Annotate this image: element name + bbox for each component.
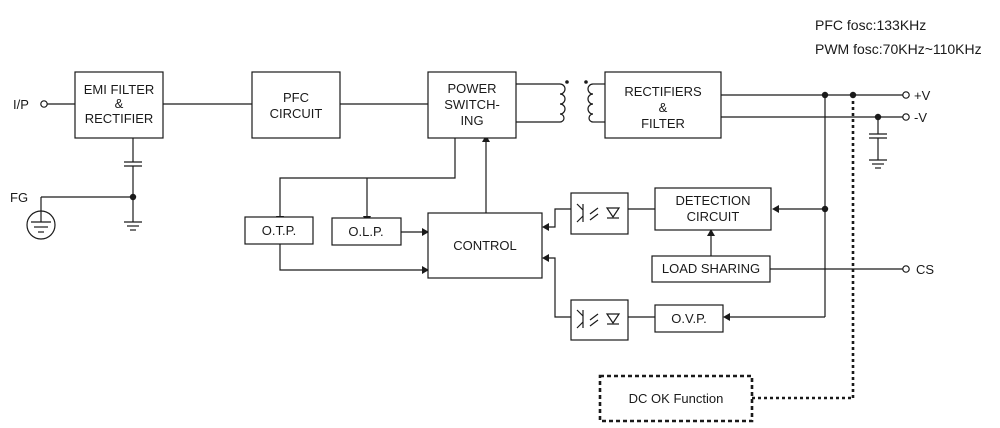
input-label: I/P [13, 97, 29, 112]
rectifiers-filter-block: RECTIFIERS & FILTER [604, 71, 722, 139]
svg-text:LOAD SHARING: LOAD SHARING [662, 261, 760, 276]
svg-text:EMI FILTER: EMI FILTER [84, 82, 155, 97]
optocoupler-ovp-icon [570, 299, 629, 341]
cs-terminal [902, 265, 910, 273]
earth-ground-icon [26, 210, 56, 240]
ovp-block: O.V.P. [654, 304, 724, 333]
plus-v-label: +V [914, 88, 931, 103]
pwm-fosc-note: PWM fosc:70KHz~110KHz [815, 41, 982, 57]
svg-text:FILTER: FILTER [641, 116, 685, 131]
transformer-icon [559, 80, 594, 123]
svg-text:RECTIFIER: RECTIFIER [85, 111, 154, 126]
arrow-opto2-to-control [542, 254, 549, 262]
svg-text:PFC: PFC [283, 90, 309, 105]
cs-label: CS [916, 262, 934, 277]
control-block: CONTROL [427, 212, 543, 279]
fg-label: FG [10, 190, 28, 205]
svg-text:ING: ING [460, 113, 483, 128]
input-terminal [40, 100, 48, 108]
otp-block: O.T.P. [244, 216, 314, 245]
svg-text:CONTROL: CONTROL [453, 238, 517, 253]
svg-text:DC OK Function: DC OK Function [629, 391, 724, 406]
arrow-olp-to-control [422, 228, 429, 236]
svg-text:SWITCH-: SWITCH- [444, 97, 500, 112]
svg-text:CIRCUIT: CIRCUIT [270, 106, 323, 121]
plus-v-terminal [902, 91, 910, 99]
svg-text:O.L.P.: O.L.P. [348, 224, 383, 239]
junction-dots [129, 91, 882, 213]
terminal-circles [40, 91, 910, 273]
load-sharing-block: LOAD SHARING [651, 255, 771, 283]
arrow-to-ovp [723, 313, 730, 321]
svg-text:O.V.P.: O.V.P. [671, 311, 706, 326]
emi-filter-block: EMI FILTER & RECTIFIER [74, 71, 164, 139]
pfc-fosc-note: PFC fosc:133KHz [815, 17, 926, 33]
minus-v-label: -V [914, 110, 927, 125]
svg-text:&: & [115, 96, 124, 111]
svg-text:&: & [659, 100, 668, 115]
arrow-otp-to-control [422, 266, 429, 274]
svg-text:POWER: POWER [447, 81, 496, 96]
detection-circuit-block: DETECTION CIRCUIT [654, 187, 772, 231]
arrow-opto1-to-control [542, 223, 549, 231]
arrow-to-detection [772, 205, 779, 213]
svg-text:O.T.P.: O.T.P. [262, 223, 296, 238]
minus-v-terminal [902, 113, 910, 121]
wiring [40, 83, 903, 400]
svg-text:DETECTION: DETECTION [675, 193, 750, 208]
dc-ok-function-block: DC OK Function [598, 374, 754, 423]
svg-text:CIRCUIT: CIRCUIT [687, 209, 740, 224]
optocoupler-detection-icon [570, 192, 629, 235]
olp-block: O.L.P. [331, 217, 402, 246]
power-switching-block: POWER SWITCH- ING [427, 71, 517, 139]
arrow-load-to-detection [707, 229, 715, 236]
svg-text:RECTIFIERS: RECTIFIERS [624, 84, 702, 99]
pfc-circuit-block: PFC CIRCUIT [251, 71, 341, 139]
